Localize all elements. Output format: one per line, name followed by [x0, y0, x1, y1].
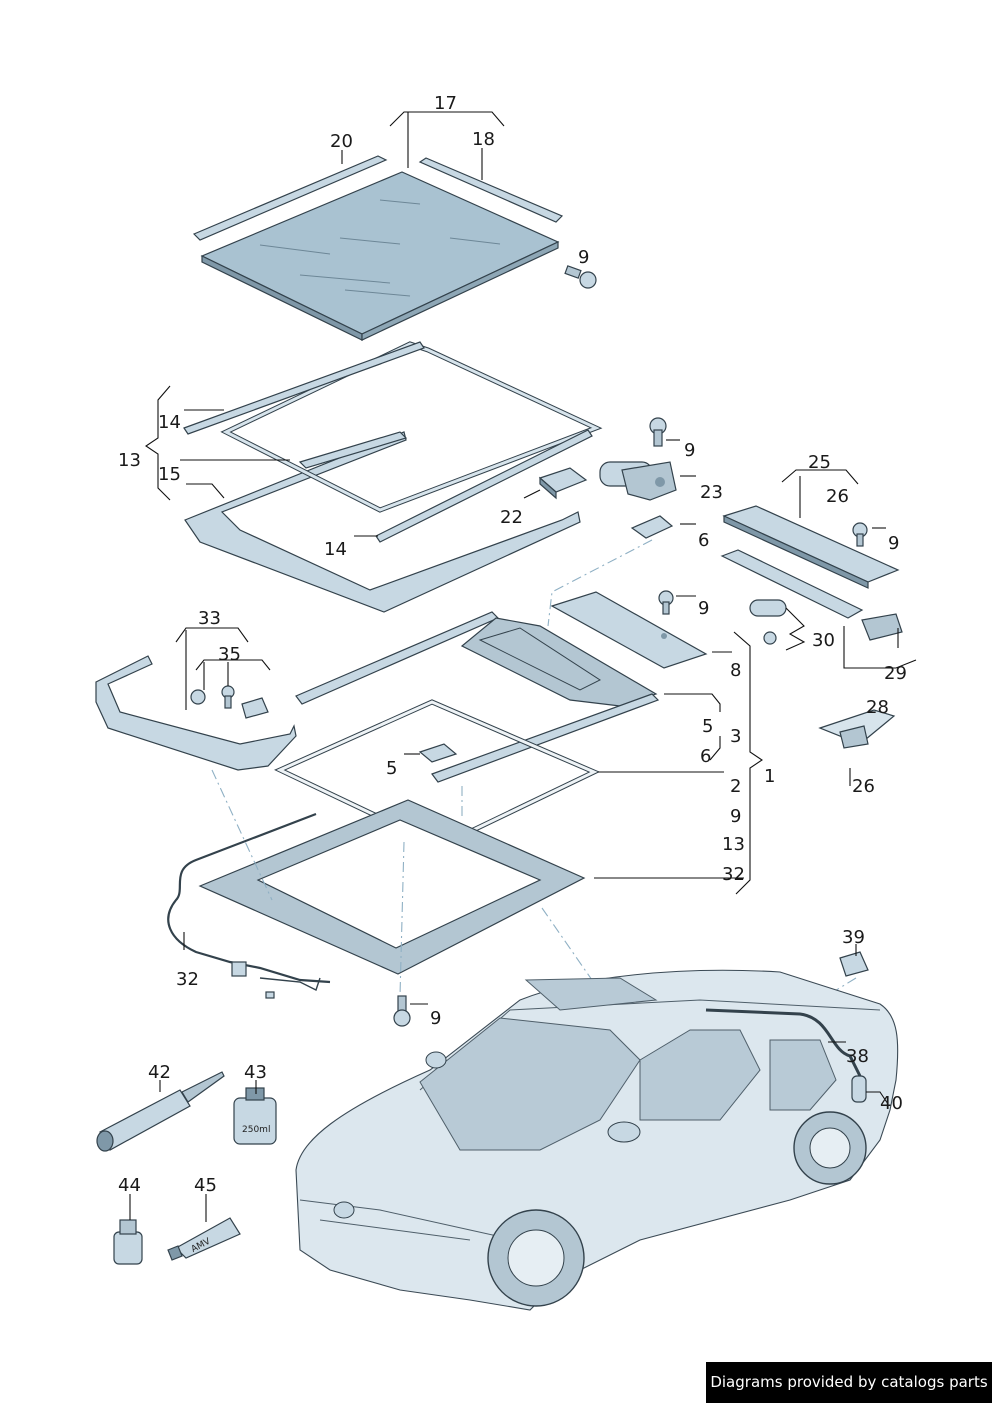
screw-9-cross [852, 522, 868, 547]
callout-9-assy: 9 [730, 806, 741, 827]
callout-5-a: 5 [702, 716, 713, 737]
callout-38: 38 [846, 1046, 869, 1067]
front-deflector-strip-20 [192, 155, 388, 241]
callout-17: 17 [434, 93, 457, 114]
callout-43: 43 [244, 1062, 267, 1083]
callout-44: 44 [118, 1175, 141, 1196]
drain-hose-38 [705, 1008, 867, 1103]
callout-35: 35 [218, 644, 241, 665]
callout-18: 18 [472, 129, 495, 150]
credit-banner: Diagrams provided by catalogs parts [706, 1362, 992, 1403]
callout-15: 15 [158, 464, 181, 485]
callout-6-a: 6 [698, 530, 709, 551]
callout-42: 42 [148, 1062, 171, 1083]
callout-labels: 17 18 20 9 14 13 15 14 22 9 23 6 25 26 9… [118, 93, 907, 1196]
bracket-6-upper [630, 515, 674, 539]
callout-3: 3 [730, 726, 741, 747]
control-unit-22 [538, 467, 588, 500]
callout-13-b: 13 [722, 834, 745, 855]
callout-13-a: 13 [118, 450, 141, 471]
callout-9-bottom: 9 [430, 1008, 441, 1029]
screw-9-motor [649, 417, 667, 447]
callout-9-frame: 9 [698, 598, 709, 619]
can-label: 250ml [242, 1125, 270, 1135]
callout-28: 28 [866, 697, 889, 718]
seal-strip-14-front [183, 341, 425, 435]
callout-9-motor: 9 [684, 440, 695, 461]
guide-rail-right [431, 693, 660, 783]
callout-22: 22 [500, 507, 523, 528]
clip-5 [418, 743, 458, 763]
callout-9-top: 9 [578, 247, 589, 268]
roof-frame-32 [198, 799, 586, 975]
screw-9-bottom [393, 995, 411, 1027]
callout-23: 23 [700, 482, 723, 503]
screw-9-frame [658, 590, 674, 615]
callout-30: 30 [812, 630, 835, 651]
cable-harness-32 [167, 812, 331, 999]
callout-32-b: 32 [176, 969, 199, 990]
car-body [295, 969, 899, 1311]
callout-39: 39 [842, 927, 865, 948]
callout-45: 45 [194, 1175, 217, 1196]
drain-channel-8 [550, 591, 708, 669]
callout-14-b: 14 [324, 539, 347, 560]
glass-panel [200, 171, 560, 341]
callout-25: 25 [808, 452, 831, 473]
callout-26-b: 26 [852, 776, 875, 797]
callout-14-a: 14 [158, 412, 181, 433]
callout-5-b: 5 [386, 758, 397, 779]
rear-cross-member-25 [722, 505, 900, 589]
callout-8: 8 [730, 660, 741, 681]
bottle-44 [113, 1219, 143, 1265]
bracket-28 [818, 709, 896, 749]
clip-39 [839, 951, 869, 977]
callout-20: 20 [330, 131, 353, 152]
front-trim-strip [298, 431, 408, 469]
callout-26-a: 26 [826, 486, 849, 507]
guide-rail-left [295, 611, 500, 705]
wind-deflector-33 [95, 655, 297, 771]
callout-33: 33 [198, 608, 221, 629]
clip-30 [749, 599, 787, 645]
callout-40: 40 [880, 1093, 903, 1114]
cross-member-29 [720, 549, 903, 641]
callout-9-cross: 9 [888, 533, 899, 554]
callout-2: 2 [730, 776, 741, 797]
cartridge-42 [96, 1071, 225, 1152]
tube-45: AMV [167, 1217, 241, 1261]
frame-mechanism [460, 617, 658, 707]
drive-motor-23 [599, 461, 677, 501]
callout-1: 1 [764, 766, 775, 787]
leader-lines [129, 111, 917, 1222]
callout-29: 29 [884, 663, 907, 684]
seal-strip-14-rear [375, 429, 593, 543]
rear-seal-strip-18 [418, 157, 564, 223]
parts-35 [190, 685, 269, 719]
screw-9-top [564, 265, 597, 289]
callout-32-a: 32 [722, 864, 745, 885]
can-43: 250ml [233, 1087, 277, 1145]
callout-6-b: 6 [700, 746, 711, 767]
